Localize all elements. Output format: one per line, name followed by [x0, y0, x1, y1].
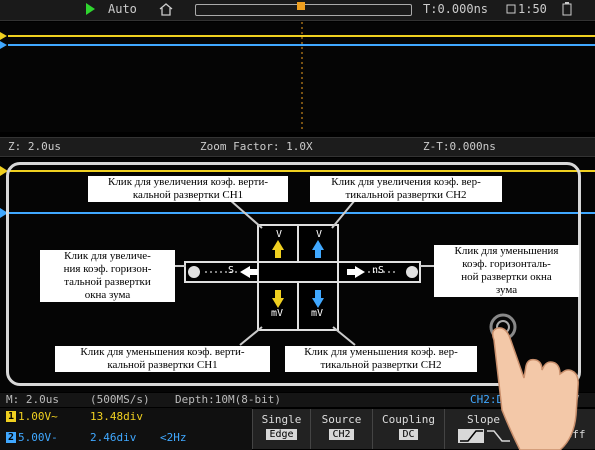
memory-depth: Depth:10M(8-bit)	[175, 393, 281, 406]
ch1-marker-overview	[0, 32, 7, 40]
note-ch1-vertical-decrease: Клик для уменьшения коэф. верти-кальной …	[55, 346, 270, 372]
trigger-position-marker	[297, 2, 305, 10]
touch-gesture-frame	[6, 162, 581, 386]
ch1-up-arrow	[272, 240, 284, 258]
trigger-mode: Auto	[108, 2, 137, 16]
ch1-position: 13.48div	[90, 410, 143, 423]
time-offset: T:0.000ns	[423, 2, 489, 16]
ch1-volts-div: 1.00V~	[18, 410, 58, 423]
ch1-badge[interactable]: 1	[6, 411, 16, 422]
ch2-position: 2.46div	[90, 431, 137, 444]
slope-rising-falling-icon	[457, 429, 510, 443]
ch2-frequency-note: <2Hz	[160, 431, 187, 444]
status-bar	[0, 0, 595, 21]
ch2-marker-overview	[0, 41, 7, 49]
v-label-ch1: V	[276, 229, 283, 240]
pointer-bottom-left	[239, 326, 263, 346]
finger-touch-icon	[491, 327, 579, 450]
battery-icon	[562, 2, 572, 16]
channel-panel: 1 1.00V~ 13.48div 2 5.00V- 2.46div <2Hz	[0, 408, 252, 450]
left-end-dot	[188, 266, 200, 278]
mv-label-ch2: mV	[311, 308, 324, 319]
pointer-bottom-right	[332, 326, 356, 346]
zoom-traces	[0, 166, 595, 218]
overview-traces	[0, 22, 595, 132]
mv-label-ch1: mV	[271, 308, 284, 319]
zoom-factor: Zoom Factor: 1.0X	[200, 140, 313, 153]
ch2-up-arrow	[312, 240, 324, 258]
main-waveform-area[interactable]	[0, 22, 595, 132]
zoom-info-bar: Z: 2.0us Zoom Factor: 1.0X Z-T:0.000ns	[0, 137, 595, 157]
right-end-dot	[406, 266, 418, 278]
home-icon[interactable]	[158, 2, 174, 16]
run-icon[interactable]	[86, 3, 95, 15]
clock-icon	[506, 4, 516, 14]
ch2-down-arrow	[312, 290, 324, 308]
ch1-marker-zoom	[0, 166, 8, 176]
ch2-marker-zoom	[0, 208, 8, 218]
ns-label: nS	[372, 265, 385, 276]
pointer-top-right	[331, 199, 356, 229]
main-timebase: M: 2.0us	[6, 393, 59, 406]
ch2-volts-div: 5.00V-	[18, 431, 58, 444]
v-label-ch2: V	[316, 229, 323, 240]
s-label: S	[228, 265, 235, 276]
note-ch2-vertical-increase: Клик для увеличения коэф. вер-тикальной …	[310, 176, 502, 202]
note-horizontal-increase: Клик для увеличе-ния коэф. горизон-тальн…	[40, 250, 175, 302]
ch2-badge[interactable]: 2	[6, 432, 16, 443]
left-arrow	[240, 266, 258, 278]
note-ch2-vertical-decrease: Клик для уменьшения коэф. вер-тикальной …	[285, 346, 477, 372]
sample-rate: (500MS/s)	[90, 393, 150, 406]
pointer-top-left	[229, 199, 263, 229]
zoom-timebase: Z: 2.0us	[8, 140, 61, 153]
right-arrow	[347, 266, 365, 278]
ch1-down-arrow	[272, 290, 284, 308]
note-ch1-vertical-increase: Клик для увеличения коэф. верти-кальной …	[88, 176, 288, 202]
clock-readout: 1:50	[518, 2, 547, 16]
zoom-z-t: Z-T:0.000ns	[423, 140, 496, 153]
